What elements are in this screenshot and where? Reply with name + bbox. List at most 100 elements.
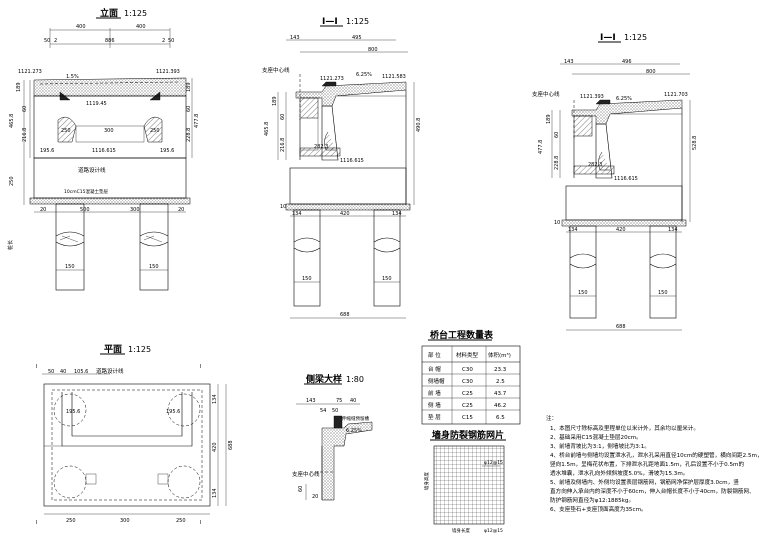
table-header-volume: 体积(m³) — [488, 351, 511, 359]
notes-head: 注： — [546, 414, 557, 422]
s1-base-420: 420 — [340, 211, 350, 217]
plan-rdim-134a: 134 — [212, 394, 218, 404]
s1-dim-495: 495 — [352, 35, 362, 41]
note-2: 2、基础采用C15混凝土垫层20cm。 — [550, 433, 642, 441]
s1-ldim-465: 465.8 — [264, 122, 270, 136]
s2-elev-right: 1121.703 — [664, 92, 688, 98]
detail-dim-50: 50 — [332, 408, 338, 414]
elev-dim-50a: 50 — [44, 38, 50, 44]
table-row5-vol: 6.5 — [496, 415, 505, 421]
plan-dim-105: 105.6 — [74, 369, 88, 375]
s2-pile-150a: 150 — [578, 290, 588, 296]
elev-right-elevation: 1121.393 — [156, 69, 180, 75]
elev-ldim-60: 60 — [22, 106, 28, 112]
plan-rdim-688: 688 — [228, 440, 234, 450]
plan-bot-300: 300 — [120, 518, 130, 524]
plan-dim-50: 50 — [48, 369, 54, 375]
table-row1-part: 台 帽 — [428, 365, 441, 373]
detail-ldim-60: 60 — [298, 486, 304, 492]
s1-rdim-490: 490.8 — [416, 118, 422, 132]
s2-ldim-60: 60 — [554, 132, 560, 138]
elev-rdim-477: 477.8 — [194, 114, 200, 128]
elev-rdim-60: 60 — [186, 106, 192, 112]
s1-support-line: 支座中心线 — [262, 66, 290, 74]
s1-ldim-60: 60 — [280, 114, 286, 120]
mesh-view: 墙身防裂钢筋网片 φ12@15 墙身高度 墙身长度 φ12@15 — [423, 429, 506, 534]
note-1: 1、本图尺寸除标高及里程单位以米计外，其余均以厘米计。 — [550, 424, 699, 432]
s2-ldim-189: 189 — [546, 114, 552, 124]
plan-radius-right: 195.6 — [166, 409, 180, 415]
elev-radius-left: 195.6 — [40, 148, 54, 154]
s2-dim-143: 143 — [564, 59, 574, 65]
s1-base-134b: 134 — [392, 211, 402, 217]
elev-cushion: 10cmC15混凝土垫层 — [64, 188, 108, 195]
elev-bottom-elevation: 1116.615 — [92, 148, 116, 154]
elev-bot-250b: 250 — [150, 128, 160, 134]
plan-radius-left: 195.6 — [66, 409, 80, 415]
table-row3-vol: 43.7 — [494, 391, 507, 397]
s2-elev-left: 1121.393 — [580, 94, 604, 100]
s1-footing-10: 10 — [280, 204, 286, 210]
table-row4-mat: C25 — [462, 403, 473, 409]
elev-base-20a: 20 — [40, 207, 46, 213]
mesh-title: 墙身防裂钢筋网片 — [432, 429, 504, 441]
detail-ldim-20: 20 — [312, 494, 318, 500]
plan-dim-40: 40 — [60, 369, 66, 375]
s2-slope: 6.25% — [616, 96, 632, 102]
s1-pile-150b: 150 — [382, 276, 392, 282]
detail-support-line: 支座中心线 — [292, 470, 320, 478]
elev-base-300: 300 — [130, 207, 140, 213]
plan-road-line: 道路设计线 — [96, 367, 124, 375]
elev-ldim-250: 250 — [9, 176, 15, 186]
elevation-view: 立面 1:125 400 400 50 2 886 2 50 1121.273 … — [7, 7, 200, 291]
note-6: 6、支座垫石+支座顶面高度为35cm。 — [550, 505, 647, 513]
detail-gap-label: 伸缩缝预留槽 — [342, 415, 369, 422]
s2-support-line: 支座中心线 — [532, 90, 560, 98]
note-4a: 4、桥台前墙与侧墙均设置泄水孔，泄水孔采用直径10cm的硬塑管，横向间距2.5m… — [550, 451, 760, 459]
plan-title: 平面 — [104, 344, 122, 355]
plan-view: 平面 1:125 I I 50 40 105.6 道路设计线 195.6 195… — [36, 344, 234, 526]
table-row2-mat: C30 — [462, 379, 473, 385]
note-4b: 竖向1.5m，呈梅花状布置，下排泄水孔距地面1.5m，孔后设置不小于0.5m的 — [550, 460, 744, 468]
elev-ldim-189: 189 — [16, 82, 22, 92]
elev-pile-length: 桩长 — [7, 240, 14, 250]
plan-bot-250a: 250 — [66, 518, 76, 524]
plan-rdim-134b: 134 — [212, 488, 218, 498]
plan-bot-250b: 250 — [176, 518, 186, 524]
detail-dim-54: 54 — [320, 408, 326, 414]
elev-rdim-228: 228.8 — [186, 128, 192, 142]
elev-dim-50b: 50 — [168, 38, 174, 44]
table-row2-part: 侧墙帽 — [428, 377, 445, 385]
s2-base-134a: 134 — [568, 227, 578, 233]
table-title: 桥台工程数量表 — [430, 329, 494, 341]
mesh-label-base: 墙身长度 — [452, 527, 470, 534]
s1-elev-left: 1121.273 — [320, 76, 344, 82]
section1-title: I—I — [322, 17, 338, 27]
mesh-label-top: φ12@15 — [484, 460, 503, 466]
elev-dim-400b: 400 — [136, 24, 146, 30]
elev-bot-300: 300 — [104, 128, 114, 134]
s2-base-420: 420 — [616, 227, 626, 233]
section-1-view: I—I 1:125 143 495 800 支座中心线 1121.273 6.2… — [262, 17, 422, 319]
elev-ldim-465: 465.8 — [9, 114, 15, 128]
elev-mid-elevation: 1119.45 — [86, 101, 107, 107]
elev-dim-886: 886 — [105, 38, 115, 44]
elev-dim-2a: 2 — [54, 38, 57, 44]
s1-slope: 6.25% — [356, 72, 372, 78]
elev-left-elevation: 1121.273 — [18, 69, 42, 75]
detail-title: 侧梁大样 — [306, 373, 342, 385]
s2-dim-496: 496 — [622, 59, 632, 65]
note-5a: 5、前墙及侧墙内、外侧均设置表层钢筋网，钢筋网净保护层厚度3.0cm，竖 — [550, 478, 739, 486]
s1-dim-800: 800 — [368, 47, 378, 53]
s1-dim-143: 143 — [290, 35, 300, 41]
s2-total-688: 688 — [616, 324, 626, 330]
table-header-part: 部 位 — [428, 351, 441, 359]
section1-scale: 1:125 — [346, 17, 369, 26]
detail-scale: 1:80 — [346, 375, 364, 384]
note-4c: 透水堆囊，泄水孔向外倾斜坡度5.0%，滑坡为15.3m。 — [550, 469, 688, 477]
s2-rdim-528: 528.8 — [692, 136, 698, 150]
elev-pile-150b: 150 — [149, 264, 159, 270]
notes: 注： 1、本图尺寸除标高及里程单位以米计外，其余均以厘米计。 2、基础采用C15… — [546, 414, 760, 513]
detail-view: 侧梁大样 1:80 143 75 40 54 50 伸缩缝预留槽 6.25% 支… — [292, 373, 373, 501]
